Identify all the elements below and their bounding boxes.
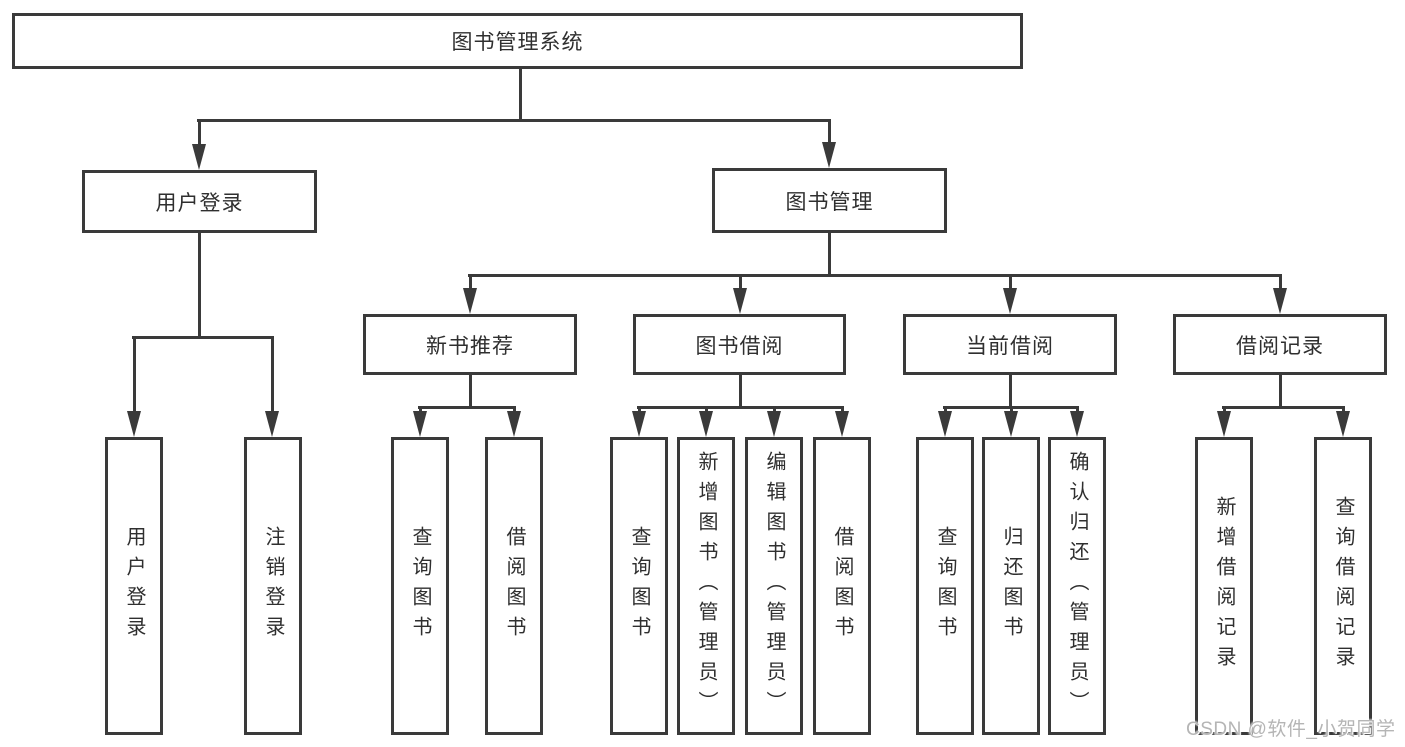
node-label: 图书管理 — [785, 190, 874, 214]
node-current-borrowing: 当前借阅 — [903, 314, 1117, 375]
node-label: 新增借阅记录 — [1213, 496, 1235, 676]
arrow-down-icon — [699, 411, 713, 437]
arrow-down-icon — [632, 411, 646, 437]
node-label: 查询借阅记录 — [1332, 496, 1354, 676]
arrow-down-icon — [1070, 411, 1084, 437]
arrow-down-icon — [265, 411, 279, 437]
node-leaf-confirm-return: 确认归还（管理员） — [1048, 437, 1106, 735]
arrow-stem-line — [469, 274, 472, 296]
node-leaf-borrow-book-1: 借阅图书 — [485, 437, 543, 735]
arrow-down-icon — [1003, 288, 1017, 314]
connector-line — [132, 336, 274, 339]
connector-line — [1222, 406, 1345, 409]
connector-line — [1009, 375, 1012, 409]
node-label: 用户登录 — [155, 191, 244, 215]
node-label: 借阅记录 — [1236, 334, 1324, 358]
node-label: 当前借阅 — [966, 334, 1054, 358]
node-label: 新书推荐 — [426, 334, 514, 358]
arrow-down-icon — [1004, 411, 1018, 437]
arrow-down-icon — [835, 411, 849, 437]
arrow-down-icon — [1217, 411, 1231, 437]
arrow-down-icon — [733, 288, 747, 314]
node-user-login-group: 用户登录 — [82, 170, 317, 233]
arrow-stem-line — [1279, 274, 1282, 296]
arrow-down-icon — [1273, 288, 1287, 314]
node-label: 新增图书（管理员） — [695, 451, 717, 721]
node-label: 编辑图书（管理员） — [763, 451, 785, 721]
arrow-down-icon — [413, 411, 427, 437]
arrow-stem-line — [828, 119, 831, 150]
connector-line — [469, 375, 472, 409]
node-leaf-query-borrow-record: 查询借阅记录 — [1314, 437, 1372, 735]
node-leaf-query-book-2: 查询图书 — [610, 437, 668, 735]
connector-line — [418, 406, 516, 409]
node-leaf-logout: 注销登录 — [244, 437, 302, 735]
node-leaf-add-borrow-record: 新增借阅记录 — [1195, 437, 1253, 735]
arrow-down-icon — [507, 411, 521, 437]
connector-line — [468, 274, 1282, 277]
arrow-stem-line — [133, 336, 136, 419]
node-root: 图书管理系统 — [12, 13, 1023, 69]
connector-line — [739, 375, 742, 409]
connector-line — [519, 69, 522, 122]
node-label: 查询图书 — [409, 526, 431, 646]
arrow-down-icon — [463, 288, 477, 314]
watermark: CSDN @软件_小贺同学 — [1186, 719, 1396, 740]
node-label: 借阅图书 — [831, 526, 853, 646]
arrow-stem-line — [739, 274, 742, 296]
node-book-borrowing: 图书借阅 — [633, 314, 846, 375]
node-leaf-query-book-3: 查询图书 — [916, 437, 974, 735]
arrow-down-icon — [192, 144, 206, 170]
node-label: 归还图书 — [1000, 526, 1022, 646]
arrow-stem-line — [198, 119, 201, 152]
connector-line — [198, 233, 201, 339]
node-leaf-query-book-1: 查询图书 — [391, 437, 449, 735]
node-leaf-edit-book: 编辑图书（管理员） — [745, 437, 803, 735]
node-leaf-add-book: 新增图书（管理员） — [677, 437, 735, 735]
node-label: 确认归还（管理员） — [1066, 451, 1088, 721]
connector-line — [637, 406, 844, 409]
connector-line — [828, 233, 831, 277]
arrow-stem-line — [271, 336, 274, 419]
node-label: 用户登录 — [123, 526, 145, 646]
arrow-stem-line — [1009, 274, 1012, 296]
node-borrowing-records: 借阅记录 — [1173, 314, 1387, 375]
arrow-down-icon — [767, 411, 781, 437]
arrow-down-icon — [1336, 411, 1350, 437]
node-label: 注销登录 — [262, 526, 284, 646]
arrow-down-icon — [127, 411, 141, 437]
node-book-management-group: 图书管理 — [712, 168, 947, 233]
connector-line — [197, 119, 831, 122]
node-leaf-borrow-book-2: 借阅图书 — [813, 437, 871, 735]
node-new-book-recommend: 新书推荐 — [363, 314, 577, 375]
node-leaf-return-book: 归还图书 — [982, 437, 1040, 735]
arrow-down-icon — [822, 142, 836, 168]
node-label: 查询图书 — [628, 526, 650, 646]
connector-line — [1279, 375, 1282, 409]
arrow-down-icon — [938, 411, 952, 437]
node-label: 借阅图书 — [503, 526, 525, 646]
node-label: 图书管理系统 — [451, 31, 584, 54]
node-leaf-user-login: 用户登录 — [105, 437, 163, 735]
node-label: 图书借阅 — [695, 334, 784, 358]
node-label: 查询图书 — [934, 526, 956, 646]
